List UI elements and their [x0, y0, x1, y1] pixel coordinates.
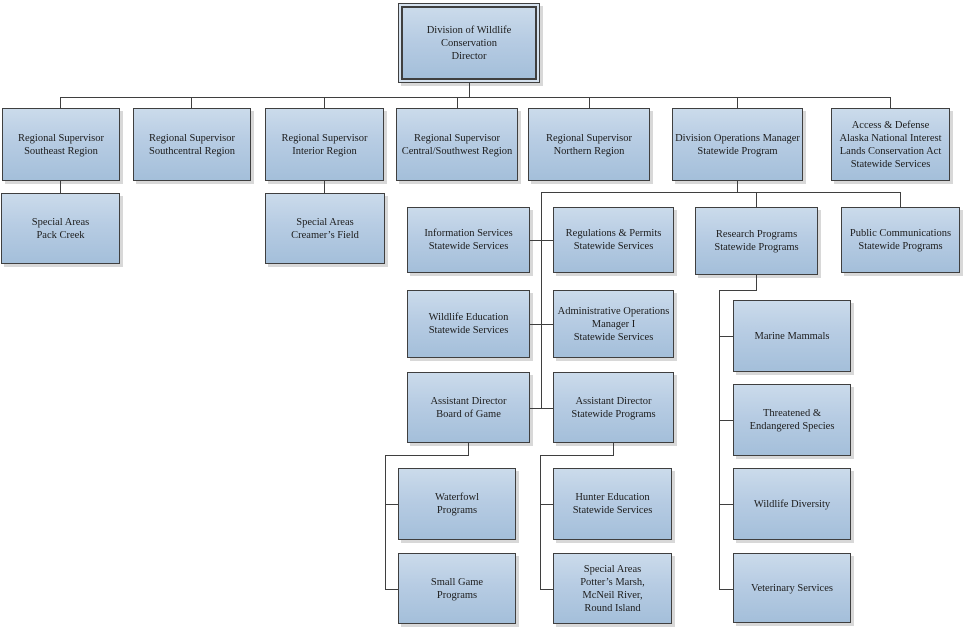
connector-drop-public-communications	[900, 192, 901, 207]
node-rs-interior-label: Regional Supervisor Interior Region	[281, 132, 368, 157]
node-access-defense-label: Access & Defense Alaska National Interes…	[839, 119, 942, 170]
connector-stub-small-game	[385, 589, 398, 590]
node-rs-interior: Regional Supervisor Interior Region	[265, 108, 384, 181]
connector-drop-rs-interior	[324, 97, 325, 108]
connector-stub-hunter-education	[540, 504, 553, 505]
connector-stub-asst-directors	[530, 408, 553, 409]
connector-divops-stem	[737, 181, 738, 192]
node-marine-mammals-label: Marine Mammals	[754, 330, 830, 342]
node-rs-central-southwest-label: Regional Supervisor Central/Southwest Re…	[401, 132, 513, 157]
connector-interior-creamers-field	[324, 181, 325, 193]
connector-research-stem	[756, 275, 757, 290]
node-marine-mammals: Marine Mammals	[733, 300, 851, 372]
connector-divops-spread	[541, 192, 901, 193]
node-division-operations-manager-label: Division Operations Manager Statewide Pr…	[675, 132, 800, 157]
node-wildlife-education: Wildlife Education Statewide Services	[407, 290, 530, 358]
connector-boardofgame-spine	[385, 455, 386, 589]
connector-stub-threatened-endangered	[719, 420, 733, 421]
connector-drop-rs-southeast	[60, 97, 61, 108]
connector-boardofgame-stem	[468, 443, 469, 455]
connector-stub-waterfowl	[385, 504, 398, 505]
node-asst-director-board-of-game: Assistant Director Board of Game	[407, 372, 530, 443]
node-rs-southcentral-label: Regional Supervisor Southcentral Region	[148, 132, 236, 157]
node-veterinary-services: Veterinary Services	[733, 553, 851, 623]
node-wildlife-diversity: Wildlife Diversity	[733, 468, 851, 540]
connector-row2-spread	[60, 97, 891, 98]
node-regulations-permits-label: Regulations & Permits Statewide Services	[565, 228, 662, 252]
node-admin-operations-manager-label: Administrative Operations Manager I Stat…	[557, 305, 670, 343]
connector-drop-research-programs	[756, 192, 757, 207]
node-public-communications: Public Communications Statewide Programs	[841, 207, 960, 273]
connector-director-stem	[469, 83, 470, 97]
node-rs-central-southwest: Regional Supervisor Central/Southwest Re…	[396, 108, 518, 181]
connector-stub-marine-mammals	[719, 336, 733, 337]
node-asst-director-statewide-programs: Assistant Director Statewide Programs	[553, 372, 674, 443]
connector-statewide-spine	[541, 192, 542, 409]
connector-statewideprograms-stem	[613, 443, 614, 455]
connector-stub-information-regulations	[530, 240, 553, 241]
node-admin-operations-manager: Administrative Operations Manager I Stat…	[553, 290, 674, 358]
node-information-services: Information Services Statewide Services	[407, 207, 530, 273]
connector-stub-wildlife-diversity	[719, 504, 733, 505]
connector-drop-access-defense	[890, 97, 891, 108]
node-special-areas-creamers-field-label: Special Areas Creamer’s Field	[291, 216, 359, 241]
node-rs-southcentral: Regional Supervisor Southcentral Region	[133, 108, 251, 181]
node-hunter-education-label: Hunter Education Statewide Services	[572, 492, 653, 516]
node-waterfowl-programs-label: Waterfowl Programs	[434, 492, 480, 516]
node-waterfowl-programs: Waterfowl Programs	[398, 468, 516, 540]
node-information-services-label: Information Services Statewide Services	[424, 228, 513, 252]
connector-stub-veterinary-services	[719, 589, 733, 590]
node-special-areas-potters-marsh-label: Special Areas Potter’s Marsh, McNeil Riv…	[580, 563, 645, 614]
node-special-areas-potters-marsh: Special Areas Potter’s Marsh, McNeil Riv…	[553, 553, 672, 624]
node-wildlife-diversity-label: Wildlife Diversity	[753, 498, 831, 510]
node-asst-director-statewide-programs-label: Assistant Director Statewide Programs	[571, 395, 656, 420]
node-director-inner: Division of Wildlife Conservation Direct…	[401, 6, 537, 80]
node-regulations-permits: Regulations & Permits Statewide Services	[553, 207, 674, 273]
node-small-game-programs-label: Small Game Programs	[430, 576, 484, 601]
node-director: Division of Wildlife Conservation Direct…	[398, 3, 540, 83]
node-hunter-education: Hunter Education Statewide Services	[553, 468, 672, 540]
connector-drop-division-operations	[737, 97, 738, 108]
node-special-areas-pack-creek: Special Areas Pack Creek	[1, 193, 120, 264]
node-rs-northern: Regional Supervisor Northern Region	[528, 108, 650, 181]
node-asst-director-board-of-game-label: Assistant Director Board of Game	[430, 395, 507, 420]
node-research-programs: Research Programs Statewide Programs	[695, 207, 818, 275]
node-rs-southeast: Regional Supervisor Southeast Region	[2, 108, 120, 181]
node-access-defense: Access & Defense Alaska National Interes…	[831, 108, 950, 181]
node-research-programs-label: Research Programs Statewide Programs	[714, 229, 799, 253]
connector-drop-rs-central-southwest	[457, 97, 458, 108]
node-rs-northern-label: Regional Supervisor Northern Region	[545, 132, 633, 157]
node-veterinary-services-label: Veterinary Services	[751, 582, 833, 594]
node-small-game-programs: Small Game Programs	[398, 553, 516, 624]
connector-drop-rs-southcentral	[191, 97, 192, 108]
connector-stub-education-adminops	[530, 324, 553, 325]
node-special-areas-creamers-field: Special Areas Creamer’s Field	[265, 193, 385, 264]
connector-statewideprograms-elbow	[540, 455, 614, 456]
connector-statewideprograms-spine	[540, 455, 541, 589]
connector-stub-potters-marsh	[540, 589, 553, 590]
node-public-communications-label: Public Communications Statewide Programs	[849, 228, 952, 252]
connector-southeast-pack-creek	[60, 181, 61, 193]
node-threatened-endangered-species-label: Threatened & Endangered Species	[749, 408, 835, 432]
node-special-areas-pack-creek-label: Special Areas Pack Creek	[31, 216, 90, 241]
node-wildlife-education-label: Wildlife Education Statewide Services	[428, 312, 509, 336]
connector-boardofgame-elbow	[385, 455, 469, 456]
connector-research-spine	[719, 290, 720, 589]
node-division-operations-manager: Division Operations Manager Statewide Pr…	[672, 108, 803, 181]
connector-research-elbow	[719, 290, 757, 291]
node-rs-southeast-label: Regional Supervisor Southeast Region	[17, 132, 105, 157]
node-director-label: Division of Wildlife Conservation Direct…	[426, 24, 512, 62]
connector-drop-rs-northern	[589, 97, 590, 108]
node-threatened-endangered-species: Threatened & Endangered Species	[733, 384, 851, 456]
